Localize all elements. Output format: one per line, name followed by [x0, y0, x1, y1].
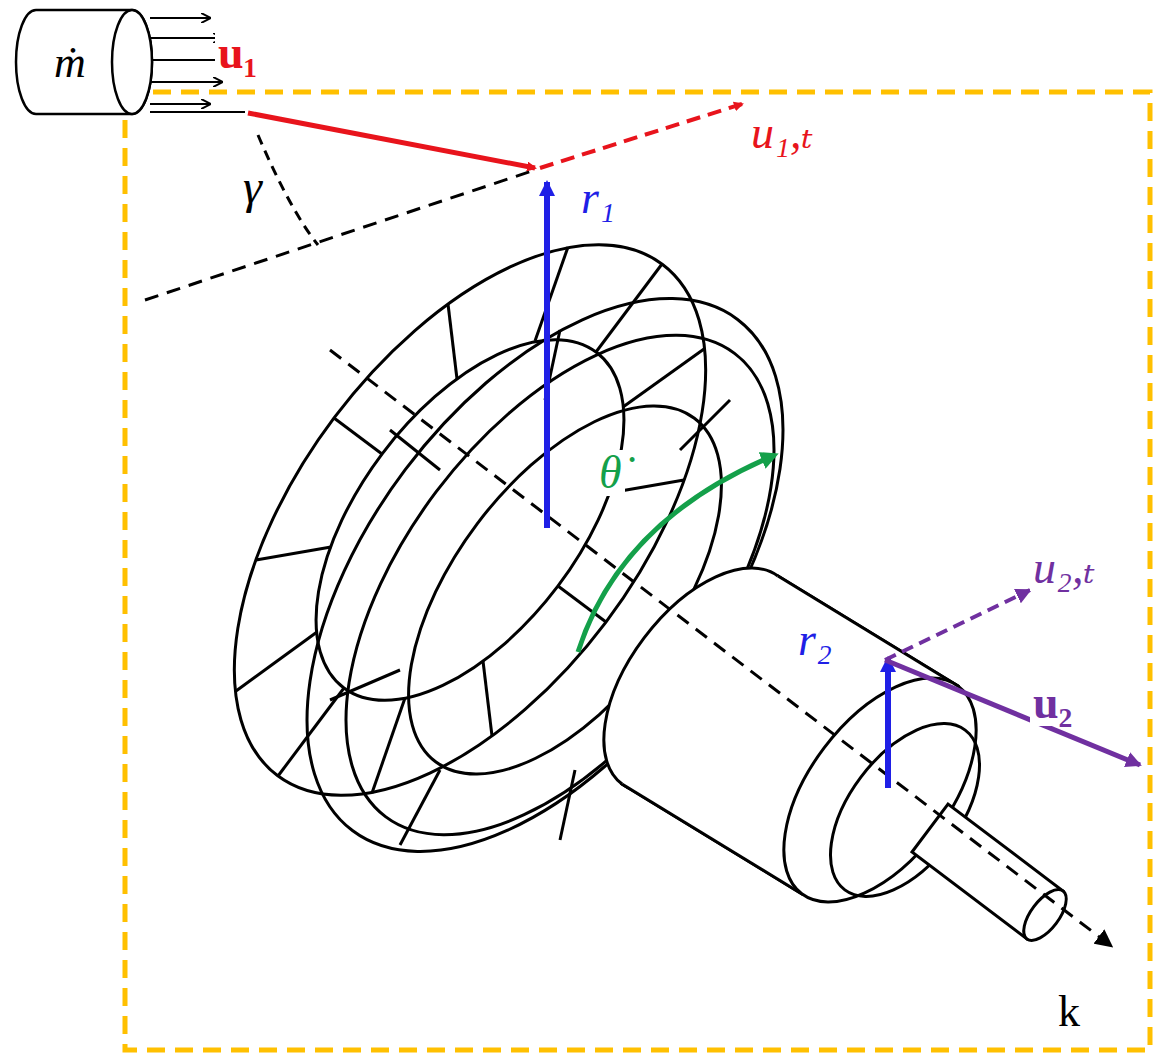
axis-label: k — [1055, 990, 1083, 1034]
mass-flow-symbol: ṁ — [54, 41, 86, 85]
velocity-component-label: u₂,ₜ — [1030, 545, 1098, 591]
velocity-component-label: u₁,ₜ — [748, 110, 816, 156]
angular-velocity-label: θ̇ — [596, 450, 625, 496]
angle-label: γ — [240, 163, 265, 211]
radius-label: r₁ — [578, 175, 618, 221]
radius-label: r₂ — [795, 617, 835, 663]
velocity-label: u₂ — [1030, 680, 1075, 726]
velocity-label: u₁ — [215, 30, 260, 76]
nozzle-cylinder: ṁ — [6, 4, 156, 122]
